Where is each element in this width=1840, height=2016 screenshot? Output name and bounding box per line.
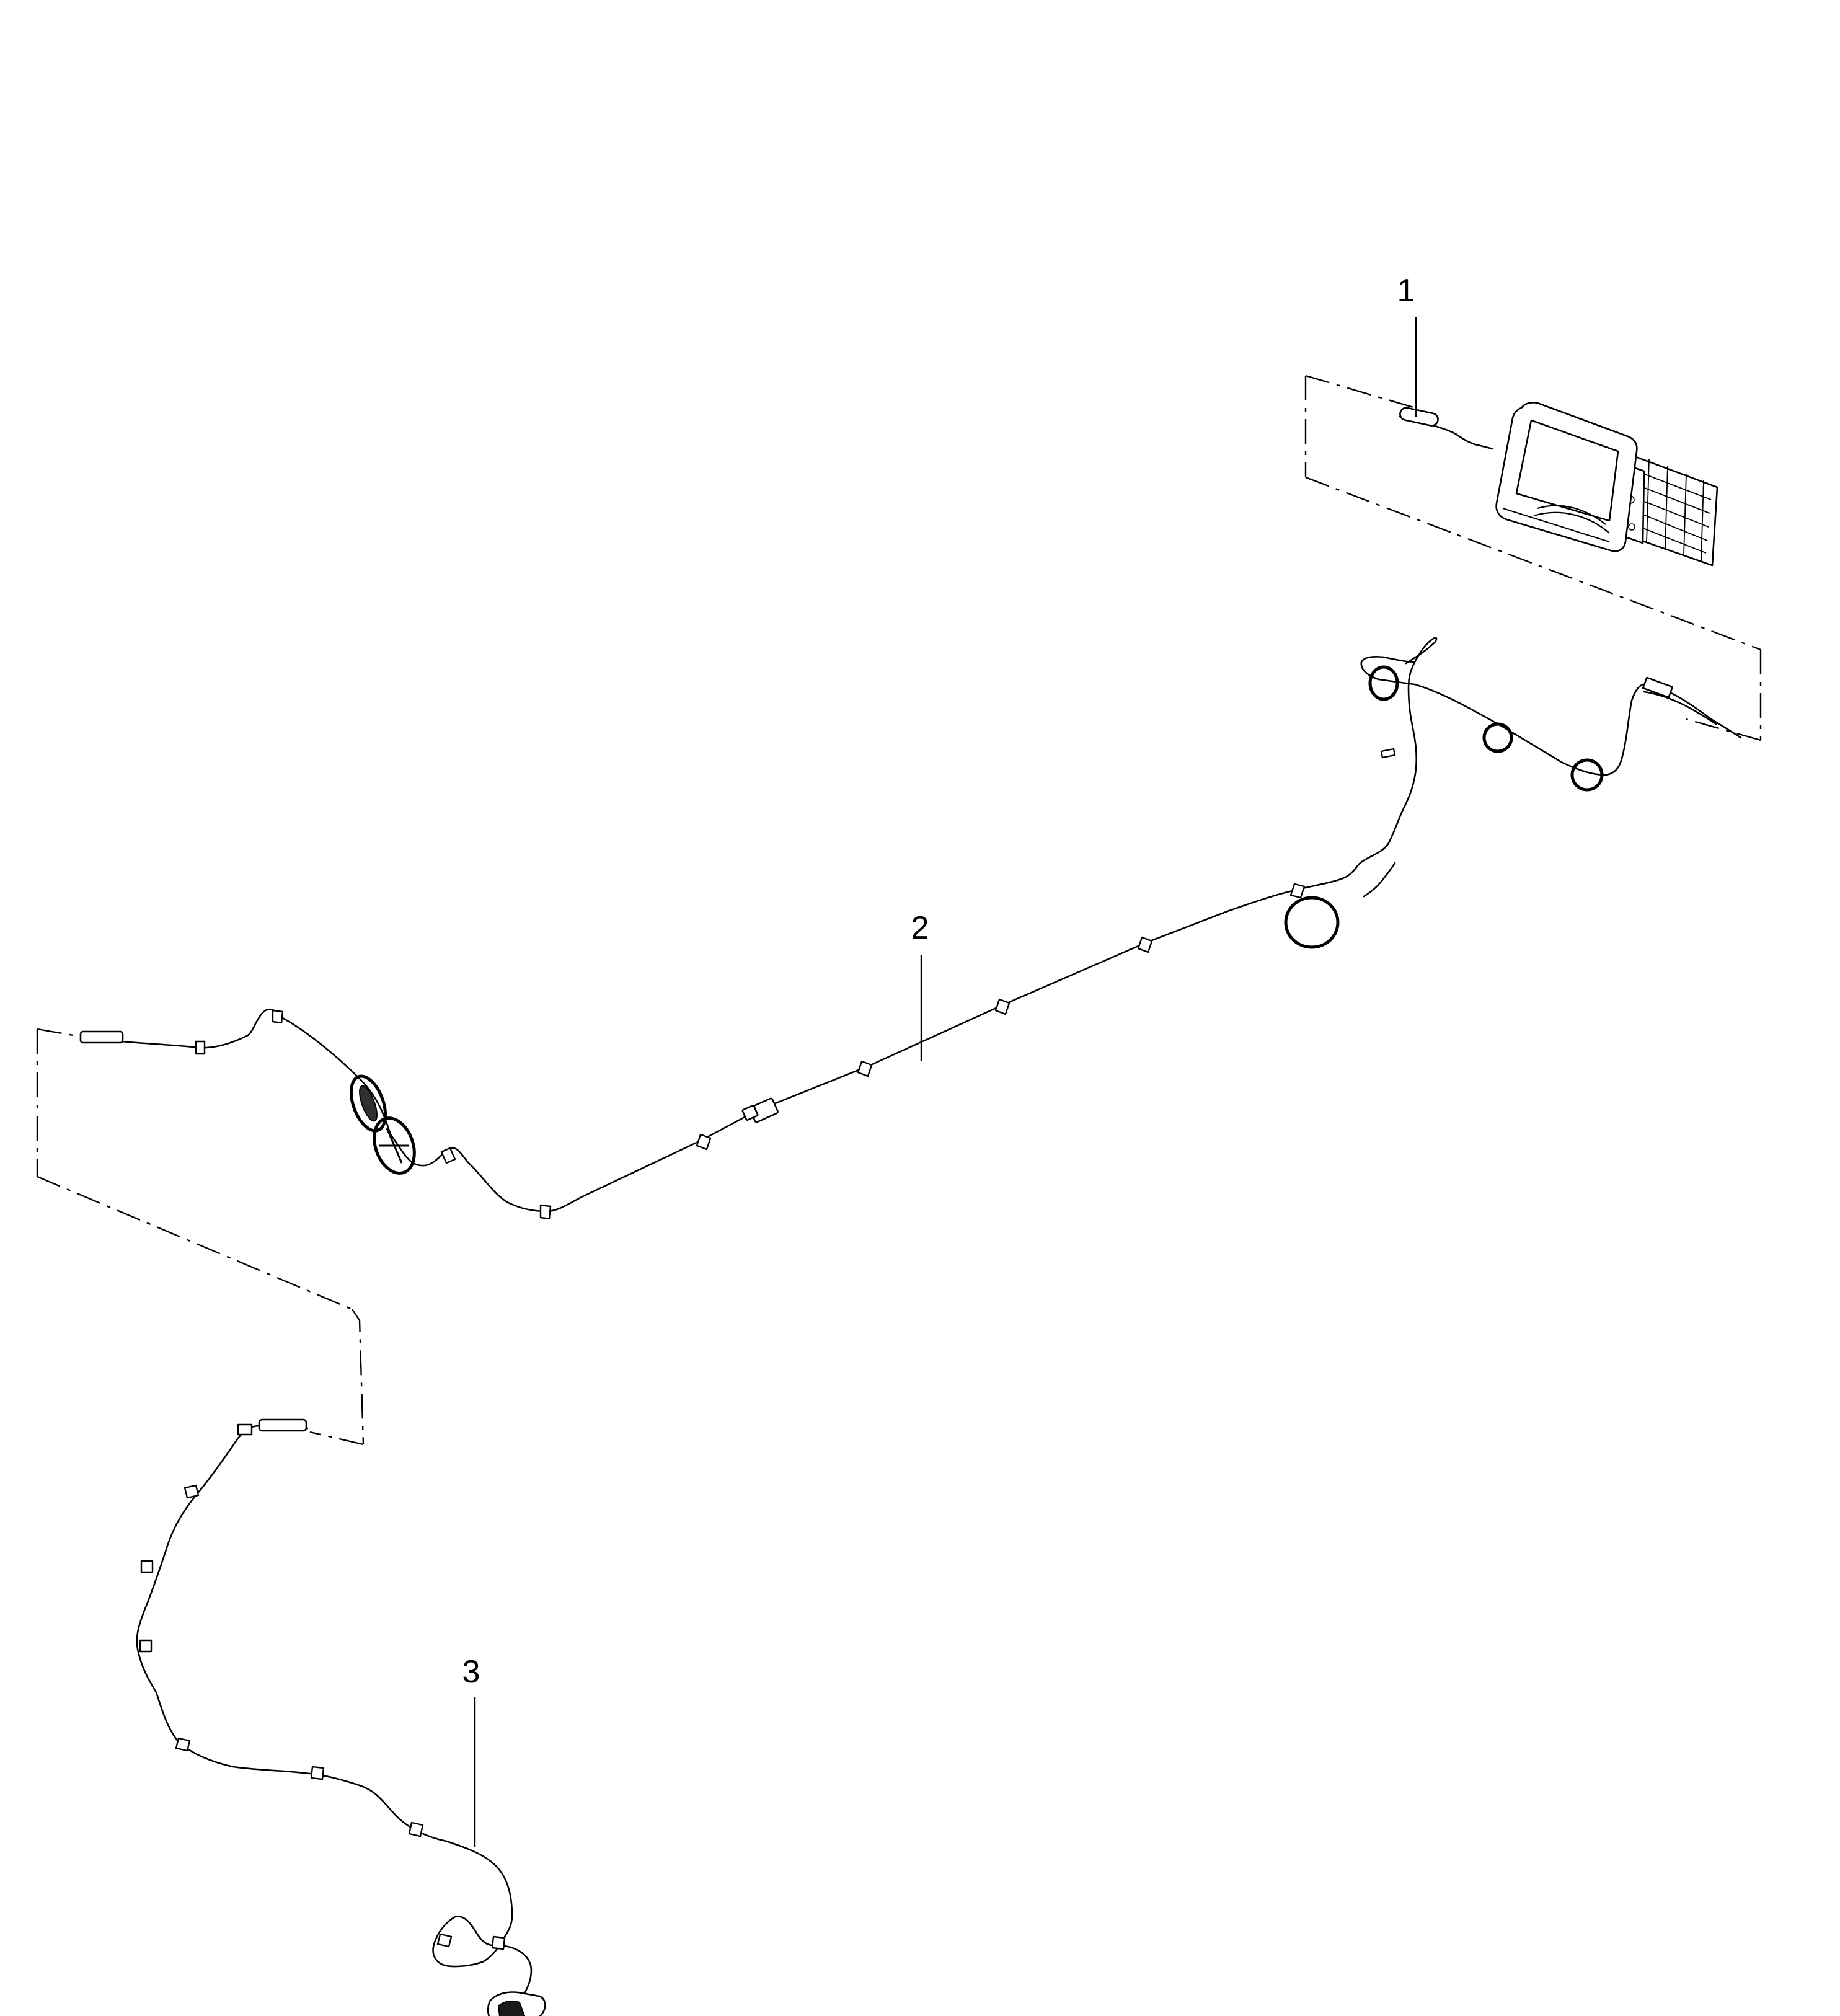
main-wiring-harness <box>79 637 1742 1220</box>
callout-3: 3 <box>462 1654 480 1847</box>
callout-label-1: 1 <box>1397 273 1415 309</box>
callout-label-3: 3 <box>462 1654 480 1690</box>
callout-label-2: 2 <box>911 910 929 946</box>
phantom-boundary-upper-right <box>1304 374 1762 741</box>
phantom-boundary-left <box>36 1028 365 1446</box>
camera-harness <box>136 1418 546 2016</box>
callout-2: 2 <box>911 910 929 1061</box>
callout-1: 1 <box>1397 273 1417 417</box>
infotainment-display-unit <box>1399 401 1718 567</box>
